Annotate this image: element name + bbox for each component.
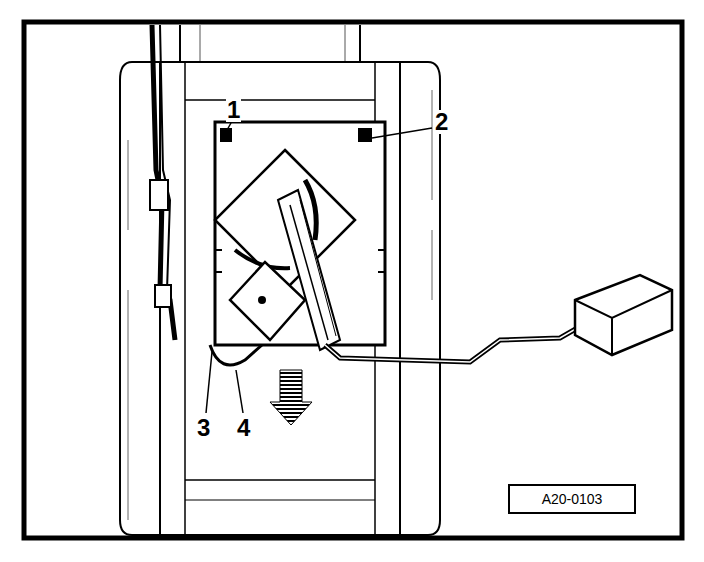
callout-number: 1 <box>226 98 241 122</box>
figure-code-box: A20-0103 <box>508 484 636 514</box>
callout-number: 2 <box>434 110 449 134</box>
callout-number: 4 <box>236 416 251 440</box>
callout-number: 3 <box>196 416 211 440</box>
figure-code: A20-0103 <box>542 491 603 507</box>
